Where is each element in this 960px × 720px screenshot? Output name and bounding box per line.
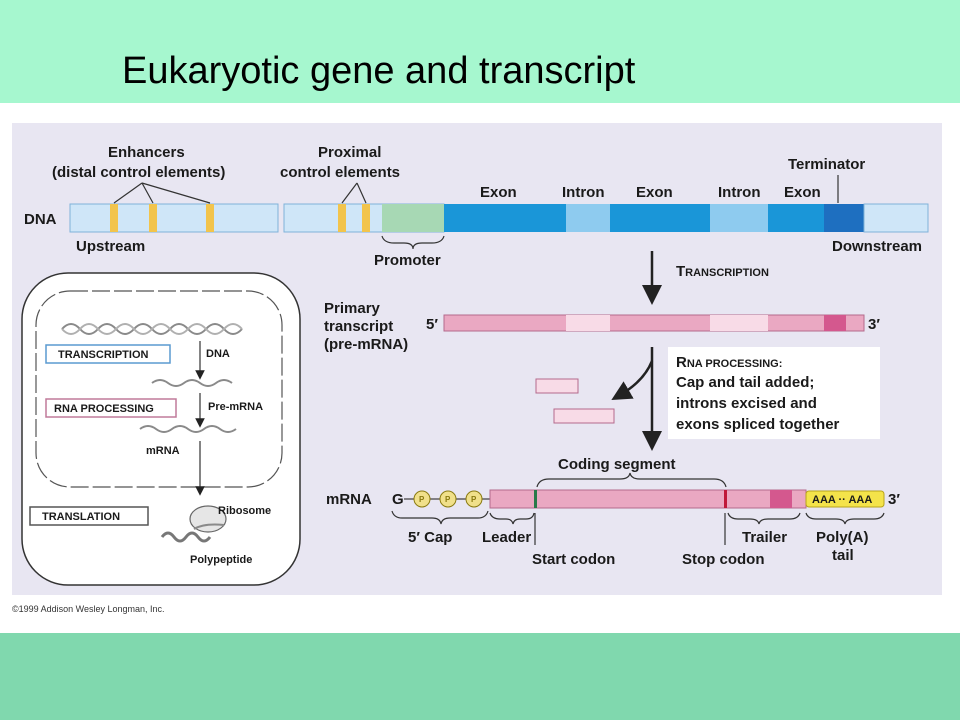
promoter-label: Promoter xyxy=(374,252,441,269)
stop-codon-label: Stop codon xyxy=(682,551,765,568)
processing-note-line: Cap and tail added; xyxy=(676,374,814,391)
upstream-label: Upstream xyxy=(76,238,145,255)
mrna-bar xyxy=(489,489,885,509)
footer-band xyxy=(0,633,960,720)
polypeptide-icon xyxy=(160,531,212,543)
cell-transcription-label: TRANSCRIPTION xyxy=(58,349,149,361)
trailer-label: Trailer xyxy=(742,529,787,546)
dna-downstream-segment xyxy=(863,203,929,233)
excised-intron xyxy=(535,378,579,394)
cell-polypeptide-label: Polypeptide xyxy=(190,554,252,566)
cell-pre-mrna-label: Pre-mRNA xyxy=(208,401,263,413)
cell-transcription-box xyxy=(45,344,171,364)
pointer-lines xyxy=(113,175,839,250)
poly-a-tail xyxy=(805,490,885,508)
exon-block xyxy=(444,204,566,232)
stop-codon-mark xyxy=(724,490,727,508)
primary-transcript-bar xyxy=(443,314,865,332)
intron-label: Intron xyxy=(562,184,605,201)
exon-label: Exon xyxy=(784,184,821,201)
cell-mrna-label: mRNA xyxy=(146,445,180,457)
intron-excision-arrow xyxy=(611,360,654,401)
coding-segment-label: Coding segment xyxy=(558,456,676,473)
enhancer-element xyxy=(110,204,118,232)
processing-rest: NA PROCESSING: xyxy=(687,358,783,370)
proximal-label: Proximal xyxy=(318,144,381,161)
cap-label: 5′ Cap xyxy=(408,529,452,546)
terminator-region xyxy=(824,204,864,232)
proximal-sublabel: control elements xyxy=(280,164,400,181)
slide-title: Eukaryotic gene and transcript xyxy=(122,50,636,92)
cell-inset xyxy=(21,272,301,586)
coding-bracket xyxy=(536,472,727,488)
cell-ribosome-label: Ribosome xyxy=(218,505,271,517)
poly-a-label-2: tail xyxy=(832,547,854,564)
exon-label: Exon xyxy=(480,184,517,201)
phosphate-icon xyxy=(465,490,483,508)
gene-diagram: DNA Enhancers (distal control elements) … xyxy=(12,123,942,595)
phosphate-label: P xyxy=(445,495,451,504)
poly-a-sequence: AAA ·· AAA xyxy=(812,494,872,506)
proximal-control-element xyxy=(338,204,346,232)
leader-label: Leader xyxy=(482,529,531,546)
exon-block xyxy=(610,204,710,232)
cap-g: G xyxy=(392,491,404,508)
transcription-rest: RANSCRIPTION xyxy=(685,267,769,279)
enhancers-label: Enhancers xyxy=(108,144,185,161)
exon-label: Exon xyxy=(636,184,673,201)
exon-block xyxy=(768,204,824,232)
title-band xyxy=(0,0,960,103)
mrna-three-prime: 3′ xyxy=(888,491,900,508)
mrna-label: mRNA xyxy=(326,491,372,508)
intron-block xyxy=(710,204,768,232)
proximal-control-element xyxy=(362,204,370,232)
enhancer-element xyxy=(206,204,214,232)
phosphate-label: P xyxy=(419,495,425,504)
phosphate-icon xyxy=(413,490,431,508)
primary-five-prime: 5′ xyxy=(426,316,438,333)
cell-translation-label: TRANSLATION xyxy=(42,511,120,523)
dna-label: DNA xyxy=(24,211,57,228)
start-codon-label: Start codon xyxy=(532,551,615,568)
processing-note-line: introns excised and xyxy=(676,395,817,412)
terminator-label: Terminator xyxy=(788,156,865,173)
processing-heading: RNA PROCESSING: xyxy=(676,354,782,371)
mrna-lower-brackets xyxy=(391,510,885,545)
poly-a-label: Poly(A) xyxy=(816,529,869,546)
enhancer-element xyxy=(149,204,157,232)
primary-transcript-label-2: transcript xyxy=(324,318,393,335)
intron-label: Intron xyxy=(718,184,761,201)
primary-three-prime: 3′ xyxy=(868,316,880,333)
phosphate-label: P xyxy=(471,495,477,504)
processing-note-box xyxy=(668,347,880,439)
intron-block xyxy=(566,204,610,232)
start-codon-mark xyxy=(534,490,537,508)
promoter-region xyxy=(382,204,444,232)
cell-translation-box xyxy=(29,506,149,526)
dna-upstream-segment xyxy=(69,203,279,233)
processing-initial: R xyxy=(676,354,687,371)
transcription-initial: T xyxy=(676,263,685,280)
cap-phosphates xyxy=(404,490,490,508)
copyright-credit: ©1999 Addison Wesley Longman, Inc. xyxy=(12,604,165,614)
excised-intron xyxy=(553,408,615,424)
cell-rna-processing-box xyxy=(45,398,177,418)
enhancers-sublabel: (distal control elements) xyxy=(52,164,225,181)
cell-dna-label: DNA xyxy=(206,348,230,360)
downstream-label: Downstream xyxy=(832,238,922,255)
processing-note-line: exons spliced together xyxy=(676,416,840,433)
transcription-label: TRANSCRIPTION xyxy=(676,263,769,280)
phosphate-icon xyxy=(439,490,457,508)
primary-transcript-label: Primary xyxy=(324,300,381,317)
cell-rna-processing-label: RNA PROCESSING xyxy=(54,403,154,415)
dna-strand xyxy=(69,203,929,233)
primary-transcript-label-3: (pre-mRNA) xyxy=(324,336,408,353)
